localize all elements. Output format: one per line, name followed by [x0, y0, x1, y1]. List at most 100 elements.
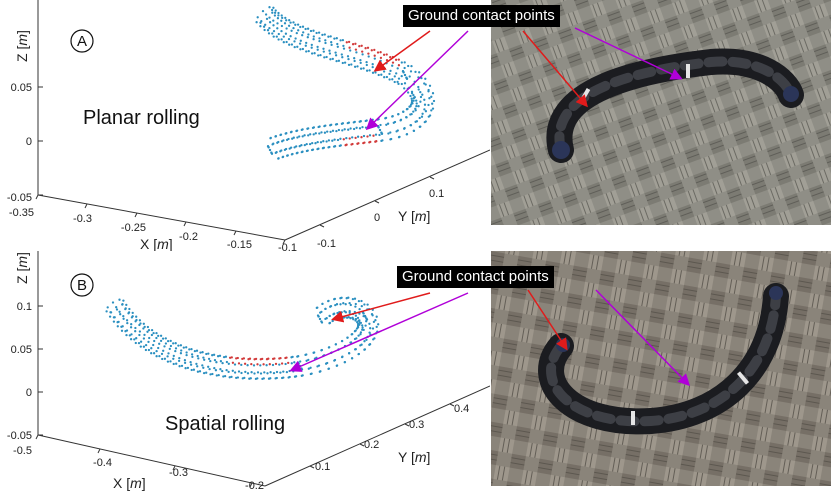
tube-point [205, 352, 208, 356]
tube-point [152, 343, 155, 347]
tube-point [317, 315, 320, 318]
tube-point [190, 353, 194, 356]
tube-point [417, 85, 420, 89]
tube-point [275, 370, 279, 374]
tube-point [259, 364, 262, 367]
tube-point [329, 35, 332, 38]
tube-point [403, 127, 406, 130]
tube-point [178, 356, 181, 360]
tube-point [125, 329, 129, 332]
x-tick--0.3: -0.3 [73, 213, 92, 225]
tube-point [311, 126, 315, 130]
tube-point [379, 59, 382, 63]
tube-point [296, 355, 299, 358]
y-axis-line [264, 385, 490, 487]
tube-point [249, 377, 252, 380]
tube-point [353, 57, 356, 60]
tube-point [280, 19, 283, 22]
tube-point [310, 372, 313, 375]
tube-point [268, 148, 272, 152]
tube-point [177, 344, 180, 347]
tube-point [336, 42, 339, 46]
tube-point [264, 23, 267, 26]
tube-point [415, 104, 418, 108]
tube-point [424, 120, 427, 123]
tube-point [376, 125, 380, 128]
tube-point [319, 370, 322, 373]
contact-point [354, 136, 357, 140]
tube-point [208, 367, 211, 371]
tube-point [362, 67, 365, 70]
tube-point [357, 334, 360, 337]
tube-point [231, 369, 234, 372]
tube-point [380, 132, 384, 135]
tube-point [158, 342, 161, 345]
tube-point [323, 131, 327, 134]
tube-point [212, 353, 216, 356]
tube-point [356, 135, 360, 138]
tube-point [362, 134, 366, 138]
contact-point [284, 356, 287, 360]
tube-point [303, 134, 306, 137]
contact-point [247, 358, 250, 361]
tube-point [131, 315, 134, 318]
tube-point [271, 363, 275, 367]
contact-point [253, 358, 256, 361]
tube-point [304, 44, 307, 47]
tube-point [157, 346, 160, 350]
contact-point [350, 143, 353, 146]
contact-point [397, 58, 400, 61]
tube-point [246, 372, 250, 375]
tube-point [331, 57, 334, 61]
tube-point [431, 107, 435, 110]
tube-point [397, 77, 401, 80]
z-tick-0.1: 0.1 [17, 301, 32, 313]
tube-point [357, 352, 360, 356]
tube-point [408, 75, 411, 78]
tube-point [428, 84, 432, 87]
tube-point [159, 334, 163, 337]
tube-point [174, 349, 177, 353]
y-tick-0.1: 0.1 [429, 188, 444, 200]
tube-point [120, 329, 124, 332]
tube-point [288, 19, 291, 22]
tube-point [199, 351, 202, 354]
tube-point [323, 33, 326, 36]
contact-point [231, 361, 235, 364]
tube-point [166, 355, 169, 358]
tube-point [134, 330, 137, 333]
tube-point [277, 14, 280, 17]
tube-point [412, 96, 416, 100]
tube-point [117, 320, 120, 324]
y-tick-0.3: 0.3 [409, 419, 424, 431]
tube-point [144, 348, 148, 352]
tube-point [396, 80, 399, 84]
tube-point [325, 55, 328, 59]
tube-point [196, 365, 199, 368]
tube-point [296, 136, 299, 139]
tube-point [329, 124, 332, 127]
tube-point [400, 61, 403, 64]
tube-point [305, 149, 309, 153]
tube-point [259, 372, 263, 375]
tube-point [354, 329, 357, 332]
tube-point [363, 340, 366, 343]
tube-point [240, 371, 243, 375]
tube-point [375, 325, 378, 329]
tube-point [419, 95, 423, 99]
tube-point [389, 69, 392, 73]
tube-point [294, 37, 297, 40]
panel-letter: B [77, 277, 87, 294]
tube-point [269, 371, 272, 374]
tube-point [374, 319, 377, 322]
tube-point [348, 301, 351, 305]
tube-point [334, 51, 337, 54]
tube-point [138, 330, 142, 333]
svg-text:Z [m]: Z [m] [14, 30, 30, 62]
tube-point [410, 64, 413, 68]
tube-point [393, 80, 396, 84]
tube-point [335, 37, 338, 40]
tube-point [285, 138, 289, 142]
tube-point [409, 94, 412, 98]
tube-point [233, 363, 237, 366]
